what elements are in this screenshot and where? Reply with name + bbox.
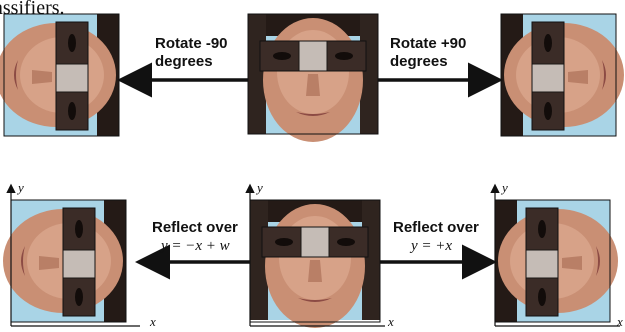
caption-reflect-right-equation: y = +x [409, 238, 452, 254]
image-top-right [500, 13, 625, 137]
caption-reflect-right-line1: Reflect over [393, 219, 479, 236]
image-top-left [0, 13, 120, 137]
image-bottom-center [249, 199, 381, 329]
caption-rotate-minus-90-line1: Rotate -90 [155, 35, 228, 52]
axis-label-y-left: y [16, 180, 24, 195]
caption-reflect-left-equation: y = −x + w [159, 238, 230, 254]
axis-label-x-right: x [616, 314, 623, 329]
axes-bottom-center [245, 183, 385, 327]
caption-rotate-plus-90-line2: degrees [390, 53, 448, 70]
axes-bottom-left [6, 183, 140, 327]
axis-label-y-right: y [500, 180, 508, 195]
caption-rotate-minus-90-line2: degrees [155, 53, 213, 70]
caption-rotate-plus-90-line1: Rotate +90 [390, 35, 466, 52]
image-top-center [247, 13, 379, 143]
image-bottom-left [2, 199, 127, 323]
caption-reflect-left-line1: Reflect over [152, 219, 238, 236]
axis-label-x-left: x [149, 314, 156, 329]
axis-label-x-center: x [387, 314, 394, 329]
axis-label-y-center: y [255, 180, 263, 195]
image-bottom-right [494, 199, 619, 323]
